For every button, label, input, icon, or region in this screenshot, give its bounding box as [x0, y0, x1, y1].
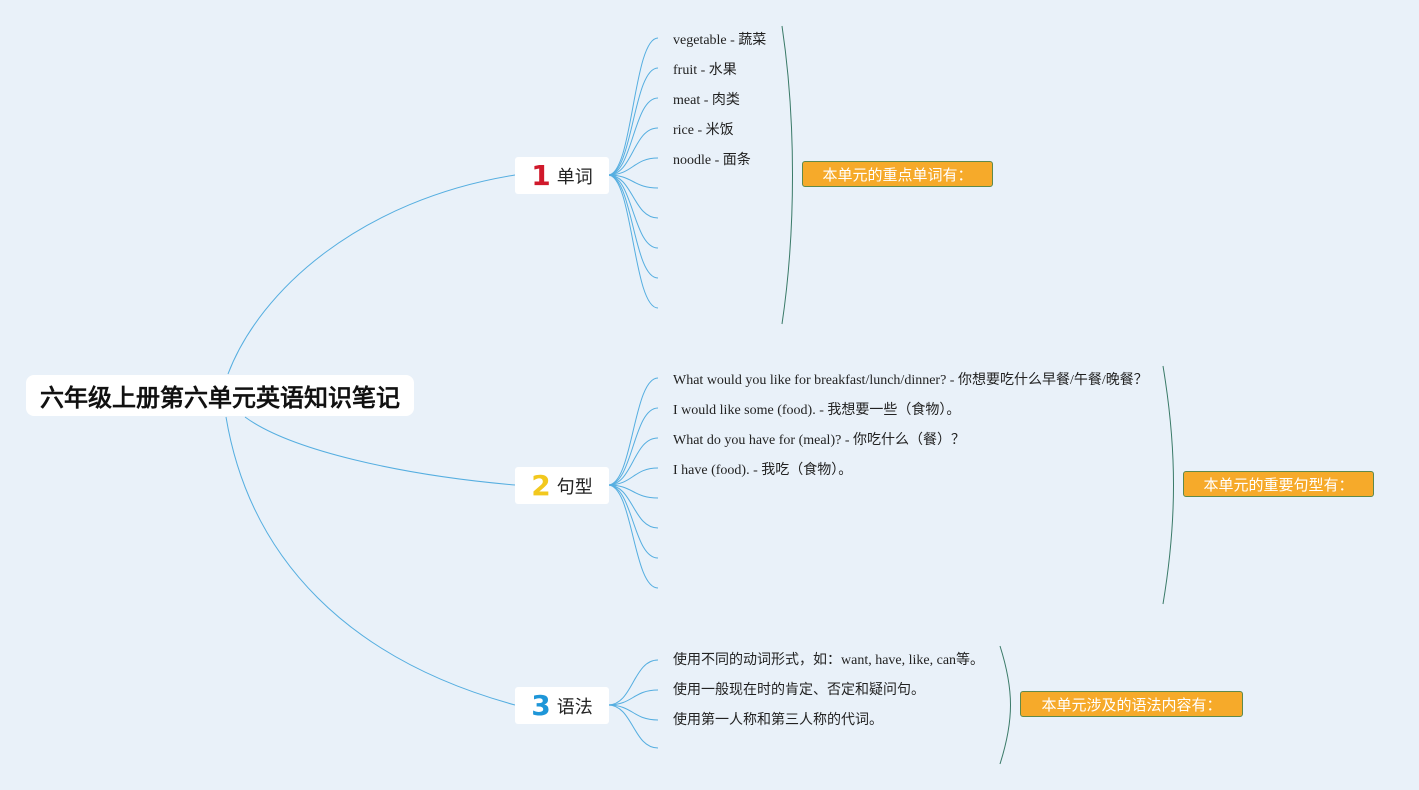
- leaf-link: [607, 174, 659, 279]
- leaf-link: [607, 174, 659, 309]
- leaf-link: [607, 467, 659, 486]
- leaf-link: [607, 704, 659, 749]
- number-2-icon: 2: [531, 468, 551, 502]
- root-link: [225, 416, 516, 706]
- leaf-link: [607, 67, 659, 176]
- leaf-item[interactable]: 使用一般现在时的肯定、否定和疑问句。: [673, 683, 925, 698]
- leaf-link: [607, 407, 659, 486]
- leaf-link: [607, 704, 659, 721]
- leaf-link: [607, 437, 659, 486]
- leaf-link: [607, 157, 659, 176]
- leaf-link: [607, 174, 659, 219]
- leaf-item[interactable]: 使用第一人称和第三人称的代词。: [673, 713, 883, 728]
- leaf-link: [607, 377, 659, 486]
- summary-bracket: [1162, 365, 1174, 605]
- root-link: [227, 174, 516, 375]
- leaf-link: [607, 37, 659, 176]
- leaf-item[interactable]: 使用不同的动词形式，如：want, have, like, can等。: [673, 653, 985, 668]
- leaf-item[interactable]: rice - 米饭: [673, 123, 734, 138]
- number-1-icon: 1: [531, 158, 551, 192]
- leaf-link: [607, 484, 659, 559]
- leaf-link: [607, 484, 659, 529]
- leaf-item[interactable]: fruit - 水果: [673, 63, 737, 78]
- leaf-link: [607, 659, 659, 706]
- leaf-link: [607, 484, 659, 589]
- summary-label[interactable]: 本单元的重要句型有：: [1183, 471, 1374, 497]
- summary-bracket: [999, 645, 1011, 765]
- leaf-item[interactable]: I have (food). - 我吃（食物）。: [673, 463, 853, 478]
- leaf-link: [607, 689, 659, 706]
- leaf-item[interactable]: vegetable - 蔬菜: [673, 33, 767, 48]
- number-3-icon: 3: [531, 688, 551, 722]
- branch-grammar[interactable]: 3 语法: [515, 687, 609, 724]
- root-title: 六年级上册第六单元英语知识笔记: [40, 384, 400, 412]
- leaf-link: [607, 127, 659, 176]
- branch-label: 语法: [556, 696, 593, 718]
- root-topic[interactable]: 六年级上册第六单元英语知识笔记: [26, 375, 414, 416]
- summary-bracket: [781, 25, 793, 325]
- leaf-link: [607, 174, 659, 249]
- summary-label[interactable]: 本单元的重点单词有：: [802, 161, 993, 187]
- leaf-link: [607, 97, 659, 176]
- root-link: [244, 416, 516, 486]
- leaf-item[interactable]: What do you have for (meal)? - 你吃什么（餐）？: [673, 433, 965, 448]
- leaf-item[interactable]: I would like some (food). - 我想要一些（食物）。: [673, 403, 961, 418]
- leaf-item[interactable]: meat - 肉类: [673, 93, 740, 108]
- branch-label: 单词: [556, 166, 593, 188]
- branch-vocabulary[interactable]: 1 单词: [515, 157, 609, 194]
- branch-label: 句型: [556, 476, 593, 498]
- leaf-item[interactable]: What would you like for breakfast/lunch/…: [673, 373, 1148, 388]
- branch-sentence-patterns[interactable]: 2 句型: [515, 467, 609, 504]
- leaf-item[interactable]: noodle - 面条: [673, 153, 751, 168]
- summary-label[interactable]: 本单元涉及的语法内容有：: [1020, 691, 1243, 717]
